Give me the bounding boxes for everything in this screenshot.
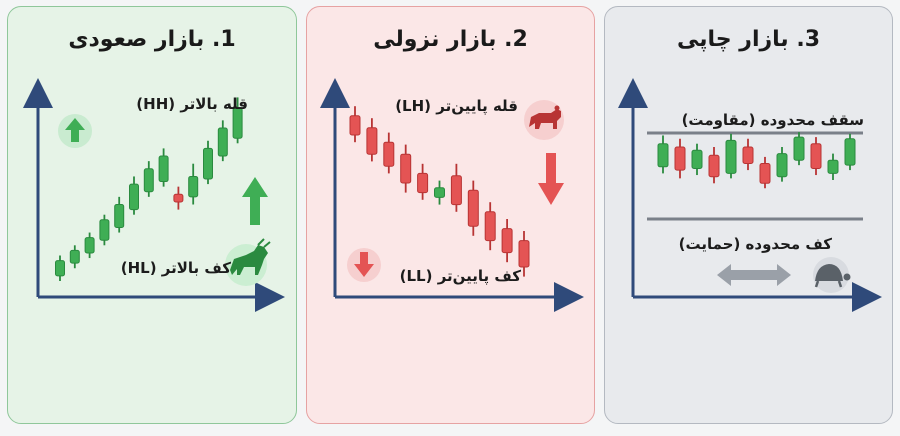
bull-candles <box>55 97 243 281</box>
bullish-candle <box>827 159 839 174</box>
bullish-candle <box>217 127 228 157</box>
bearish-candle <box>450 175 462 206</box>
bullish-candle <box>434 187 445 198</box>
bearish-candle <box>742 146 754 164</box>
double-arrow-icon <box>717 264 791 286</box>
bullish-candle <box>188 175 199 198</box>
bullish-candle <box>143 168 154 193</box>
bullish-candle <box>84 237 95 254</box>
bullish-candle <box>844 138 856 166</box>
bullish-candle <box>657 143 669 168</box>
bear-panel-title: 2. بازار نزولی <box>373 27 528 52</box>
bearish-candle <box>501 228 513 254</box>
bull-icon <box>225 238 271 286</box>
higher-high-label: قله بالاتر (HH) <box>136 95 248 113</box>
large-up-arrow-icon <box>242 177 268 225</box>
bullish-candle <box>99 219 110 241</box>
bull-chart <box>23 78 285 312</box>
bearish-candle <box>467 189 479 227</box>
bullish-candle <box>158 155 169 183</box>
bearish-candle <box>400 153 412 184</box>
bullish-candle <box>129 183 139 211</box>
bearish-candle <box>349 115 361 136</box>
bullish-candle <box>114 204 125 228</box>
bear-chart <box>320 78 584 312</box>
support-label: کف محدوده (حمایت) <box>678 235 832 253</box>
bullish-candle <box>776 153 788 178</box>
bull-market-panel: 1. بازار صعودی قله بالاتر (HH) کف بالاتر… <box>7 6 297 424</box>
bear-market-panel: 2. بازار نزولی قله پایین‌تر (LH) کف پایی… <box>306 6 595 424</box>
range-chart <box>618 78 882 312</box>
bullish-candle <box>232 107 243 139</box>
bearish-candle <box>810 143 822 169</box>
large-down-arrow-icon <box>538 153 564 205</box>
bearish-candle <box>383 141 395 167</box>
range-candles <box>657 132 856 189</box>
range-panel-title: 3. بازار چاپی <box>676 27 820 52</box>
higher-low-label: کف بالاتر (HL) <box>120 259 231 277</box>
bullish-candle <box>203 147 213 180</box>
bearish-candle <box>417 172 429 194</box>
bearish-candle <box>366 127 378 155</box>
bearish-candle <box>674 146 686 171</box>
resistance-label: سقف محدوده (مقاومت) <box>681 111 864 129</box>
bear-candles <box>349 106 530 277</box>
bearish-candle <box>484 211 496 242</box>
bearish-candle <box>173 193 184 203</box>
up-arrow-icon <box>58 114 92 148</box>
bearish-candle <box>759 163 771 184</box>
bullish-candle <box>793 136 805 161</box>
bearish-candle <box>518 240 530 268</box>
bullish-candle <box>69 249 80 264</box>
range-market-panel: 3. بازار چاپی سقف محدوده (مقاومت) کف محد… <box>604 6 893 424</box>
bull-panel-title: 1. بازار صعودی <box>68 27 236 52</box>
down-arrow-icon <box>347 248 381 282</box>
bullish-candle <box>725 139 737 174</box>
lower-high-label: قله پایین‌تر (LH) <box>395 97 518 115</box>
bullish-candle <box>691 149 703 169</box>
bullish-candle <box>55 260 65 277</box>
turtle-icon <box>813 257 851 293</box>
bearish-candle <box>708 154 720 178</box>
bear-icon <box>524 100 564 140</box>
lower-low-label: کف پایین‌تر (LL) <box>399 267 521 285</box>
